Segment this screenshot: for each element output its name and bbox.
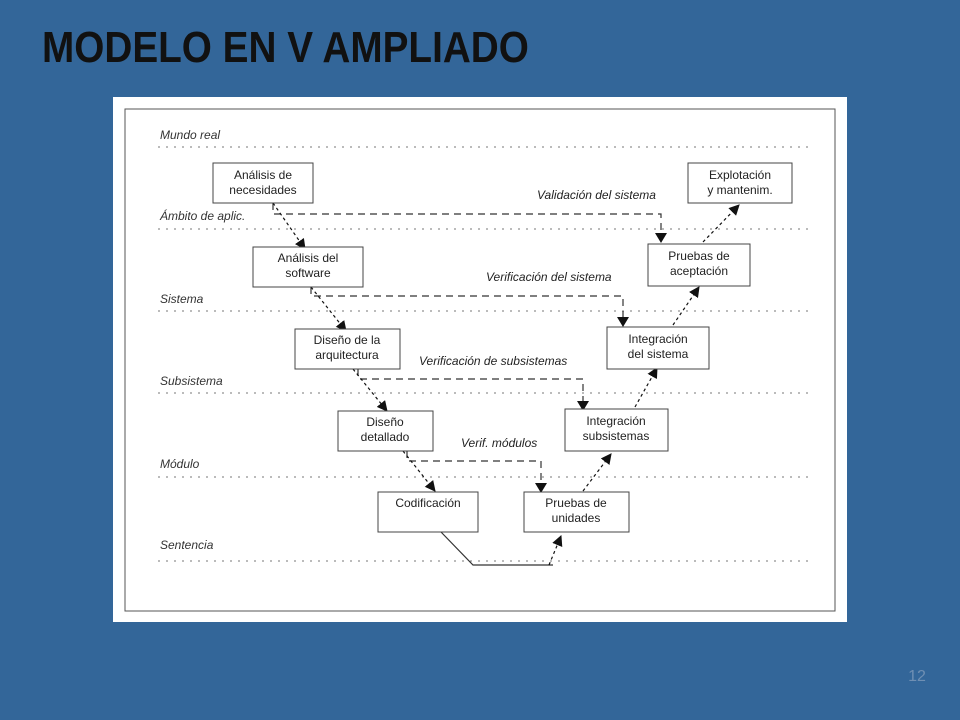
page-number: 12 <box>908 668 926 685</box>
phase-analisis-software: Análisis del software <box>252 246 364 288</box>
level-label-ambito: Ámbito de aplic. <box>159 208 245 223</box>
diagram-canvas: Mundo real Ámbito de aplic. Sistema Subs… <box>124 108 836 612</box>
connector-verif-modulos <box>406 451 542 489</box>
svg-text:Codificación: Codificación <box>395 496 460 510</box>
connector-arrowheads <box>535 233 667 493</box>
arrow-integracion-sistema-up <box>634 367 658 408</box>
phase-analisis-necesidades: Análisis de necesidades <box>212 162 314 204</box>
svg-text:Diseño de la: Diseño de la <box>314 333 381 347</box>
svg-text:detallado: detallado <box>361 430 410 444</box>
arrow-aceptacion-up <box>672 286 700 326</box>
arrow-detallado-to-codificacion <box>402 450 436 492</box>
svg-text:Diseño: Diseño <box>366 415 404 429</box>
slide-title: MODELO EN V AMPLIADO <box>42 23 529 72</box>
arrow-analisis-to-software <box>272 202 306 250</box>
label-validacion-sistema: Validación del sistema <box>537 188 656 202</box>
arrow-explotacion-up <box>702 204 740 243</box>
svg-text:unidades: unidades <box>552 511 601 525</box>
svg-text:software: software <box>285 266 331 280</box>
arrowhead-verif-subsistemas <box>577 401 589 411</box>
phase-explotacion: Explotación y mantenim. <box>687 162 793 204</box>
svg-text:Pruebas de: Pruebas de <box>545 496 607 510</box>
phase-diseno-detallado: Diseño detallado <box>337 410 434 452</box>
level-separators <box>158 146 811 562</box>
svg-text:subsistemas: subsistemas <box>583 429 650 443</box>
connector-validacion <box>272 203 662 239</box>
svg-text:Análisis de: Análisis de <box>234 168 292 182</box>
svg-text:Integración: Integración <box>628 332 687 346</box>
arrow-unidades-up <box>548 535 563 566</box>
phase-integracion-subsistemas: Integración subsistemas <box>564 408 669 452</box>
svg-text:aceptación: aceptación <box>670 264 728 278</box>
label-verif-modulos: Verif. módulos <box>461 436 537 450</box>
label-verificacion-sistema: Verificación del sistema <box>486 270 612 284</box>
arrow-arquitectura-to-detallado <box>352 368 388 412</box>
phase-pruebas-aceptacion: Pruebas de aceptación <box>647 243 751 287</box>
phase-diseno-arquitectura: Diseño de la arquitectura <box>294 328 401 370</box>
label-verificacion-subsistemas: Verificación de subsistemas <box>419 354 567 368</box>
svg-text:Análisis del: Análisis del <box>278 251 339 265</box>
svg-text:y mantenim.: y mantenim. <box>707 183 772 197</box>
level-label-sistema: Sistema <box>160 292 204 306</box>
connector-verif-sistema <box>310 287 624 323</box>
arrowhead-verif-sistema <box>617 317 629 327</box>
level-label-modulo: Módulo <box>160 457 200 471</box>
svg-text:Explotación: Explotación <box>709 168 771 182</box>
connector-verif-subsistemas <box>357 369 584 407</box>
svg-text:del sistema: del sistema <box>628 347 689 361</box>
svg-text:Integración: Integración <box>586 414 645 428</box>
svg-text:arquitectura: arquitectura <box>315 348 379 362</box>
phase-pruebas-unidades: Pruebas de unidades <box>523 491 630 533</box>
svg-text:Pruebas de: Pruebas de <box>668 249 730 263</box>
flow-arrows <box>272 202 740 566</box>
level-label-subsistema: Subsistema <box>160 374 223 388</box>
arrow-software-to-arquitectura <box>310 286 347 332</box>
arrowhead-verif-modulos <box>535 483 547 493</box>
level-label-sentencia: Sentencia <box>160 538 214 552</box>
arrow-integracion-subsistemas-up <box>582 453 612 492</box>
diagram-frame <box>124 108 836 612</box>
v-model-diagram: Mundo real Ámbito de aplic. Sistema Subs… <box>113 97 847 622</box>
phase-codificacion: Codificación <box>377 491 479 533</box>
svg-text:necesidades: necesidades <box>229 183 296 197</box>
v-bottom-line <box>440 531 553 566</box>
level-label-mundo-real: Mundo real <box>160 128 220 142</box>
phase-integracion-sistema: Integración del sistema <box>606 326 710 370</box>
arrowhead-validacion <box>655 233 667 243</box>
